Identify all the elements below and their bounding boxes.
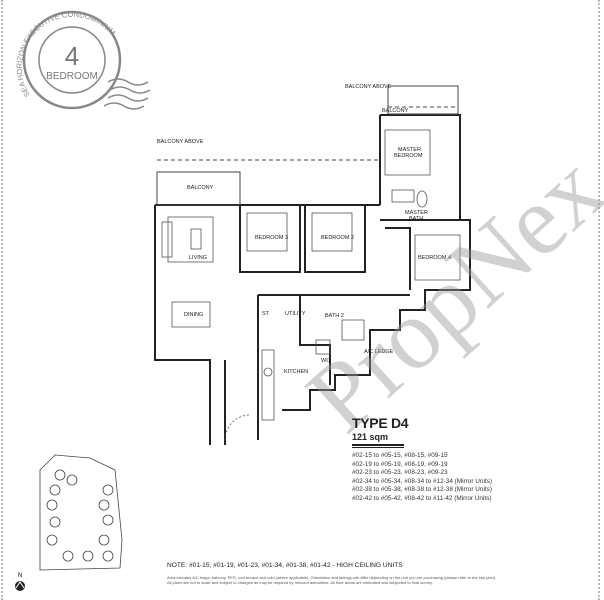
balconies — [156, 85, 459, 206]
unit-list-item: #02-38 to #05-38, #08-38 to #12-38 (Mirr… — [352, 486, 492, 494]
bath-2-label: BATH 2 — [325, 313, 344, 319]
room-labels: BALCONY ABOVE BALCONY ABOVE BALCONY BALC… — [157, 84, 451, 375]
balcony-label: BALCONY — [187, 185, 214, 191]
furniture — [161, 129, 461, 441]
bedroom-2-label: BEDROOM 2 — [321, 235, 354, 241]
compass-label: N — [18, 573, 22, 579]
utility-label: UTILITY — [285, 311, 306, 317]
left-perforation — [1, 0, 6, 600]
master-bath-label: MASTER — [405, 210, 428, 216]
living-label: LIVING — [189, 255, 207, 261]
bedroom-stamp: SEA HORIZON EXECUTIVE CONDOMINIUM 4 BEDR… — [15, 10, 151, 110]
unit-type-block: TYPE D4 121 sqm #02-15 to #05-15, #08-15… — [352, 415, 592, 504]
stamp-number: 4 — [65, 41, 79, 71]
master-bedroom-label: MASTER — [398, 147, 421, 153]
postmark-waves-icon — [103, 78, 151, 110]
master-bath-label: BATH — [409, 216, 423, 222]
unit-list-item: #02-15 to #05-15, #08-15, #09-15 — [352, 452, 448, 459]
right-perforation — [598, 0, 603, 600]
wc-label: WC — [321, 358, 330, 364]
key-plan — [39, 454, 123, 571]
kitchen-label: KITCHEN — [284, 369, 308, 375]
ac-ledge-label: A/C LEDGE — [364, 349, 394, 355]
divider — [352, 444, 404, 448]
disclaimer-line: Area includes A/C ledge, balcony, PES, r… — [167, 575, 497, 580]
stamp-label: BEDROOM — [46, 71, 98, 82]
st-label: ST — [262, 311, 270, 317]
type-area: 121 sqm — [352, 432, 389, 442]
unit-list-item: #02-42 to #05-42, #08-42 to #11-42 (Mirr… — [352, 494, 492, 502]
unit-list-item: #02-34 to #05-34, #08-34 to #12-34 (Mirr… — [352, 477, 492, 485]
watermark: PropNex — [286, 133, 604, 453]
balcony-label: BALCONY — [382, 108, 409, 114]
disclaimer-line: All plans are not to scale and subject t… — [167, 580, 433, 585]
dining-label: DINING — [184, 312, 203, 318]
north-compass-icon: N — [15, 573, 25, 591]
type-title: TYPE D4 — [352, 415, 409, 431]
bedroom-3-label: BEDROOM 3 — [255, 235, 288, 241]
disclaimer: Area includes A/C ledge, balcony, PES, r… — [167, 575, 587, 585]
balcony-above-label: BALCONY ABOVE — [157, 139, 204, 145]
unit-list-item: #02-23 to #05-23, #08-23, #09-23 — [352, 469, 448, 477]
walls — [154, 114, 471, 445]
balcony-above-label: BALCONY ABOVE — [345, 84, 392, 90]
unit-list-item: #02-19 to #05-19, #08-19, #09-19 — [352, 460, 448, 468]
master-bedroom-label: BEDROOM — [394, 153, 423, 159]
bedroom-4-label: BEDROOM 4 — [418, 255, 451, 261]
high-ceiling-note: NOTE: #01-15, #01-19, #01-23, #01-34, #0… — [167, 562, 403, 569]
